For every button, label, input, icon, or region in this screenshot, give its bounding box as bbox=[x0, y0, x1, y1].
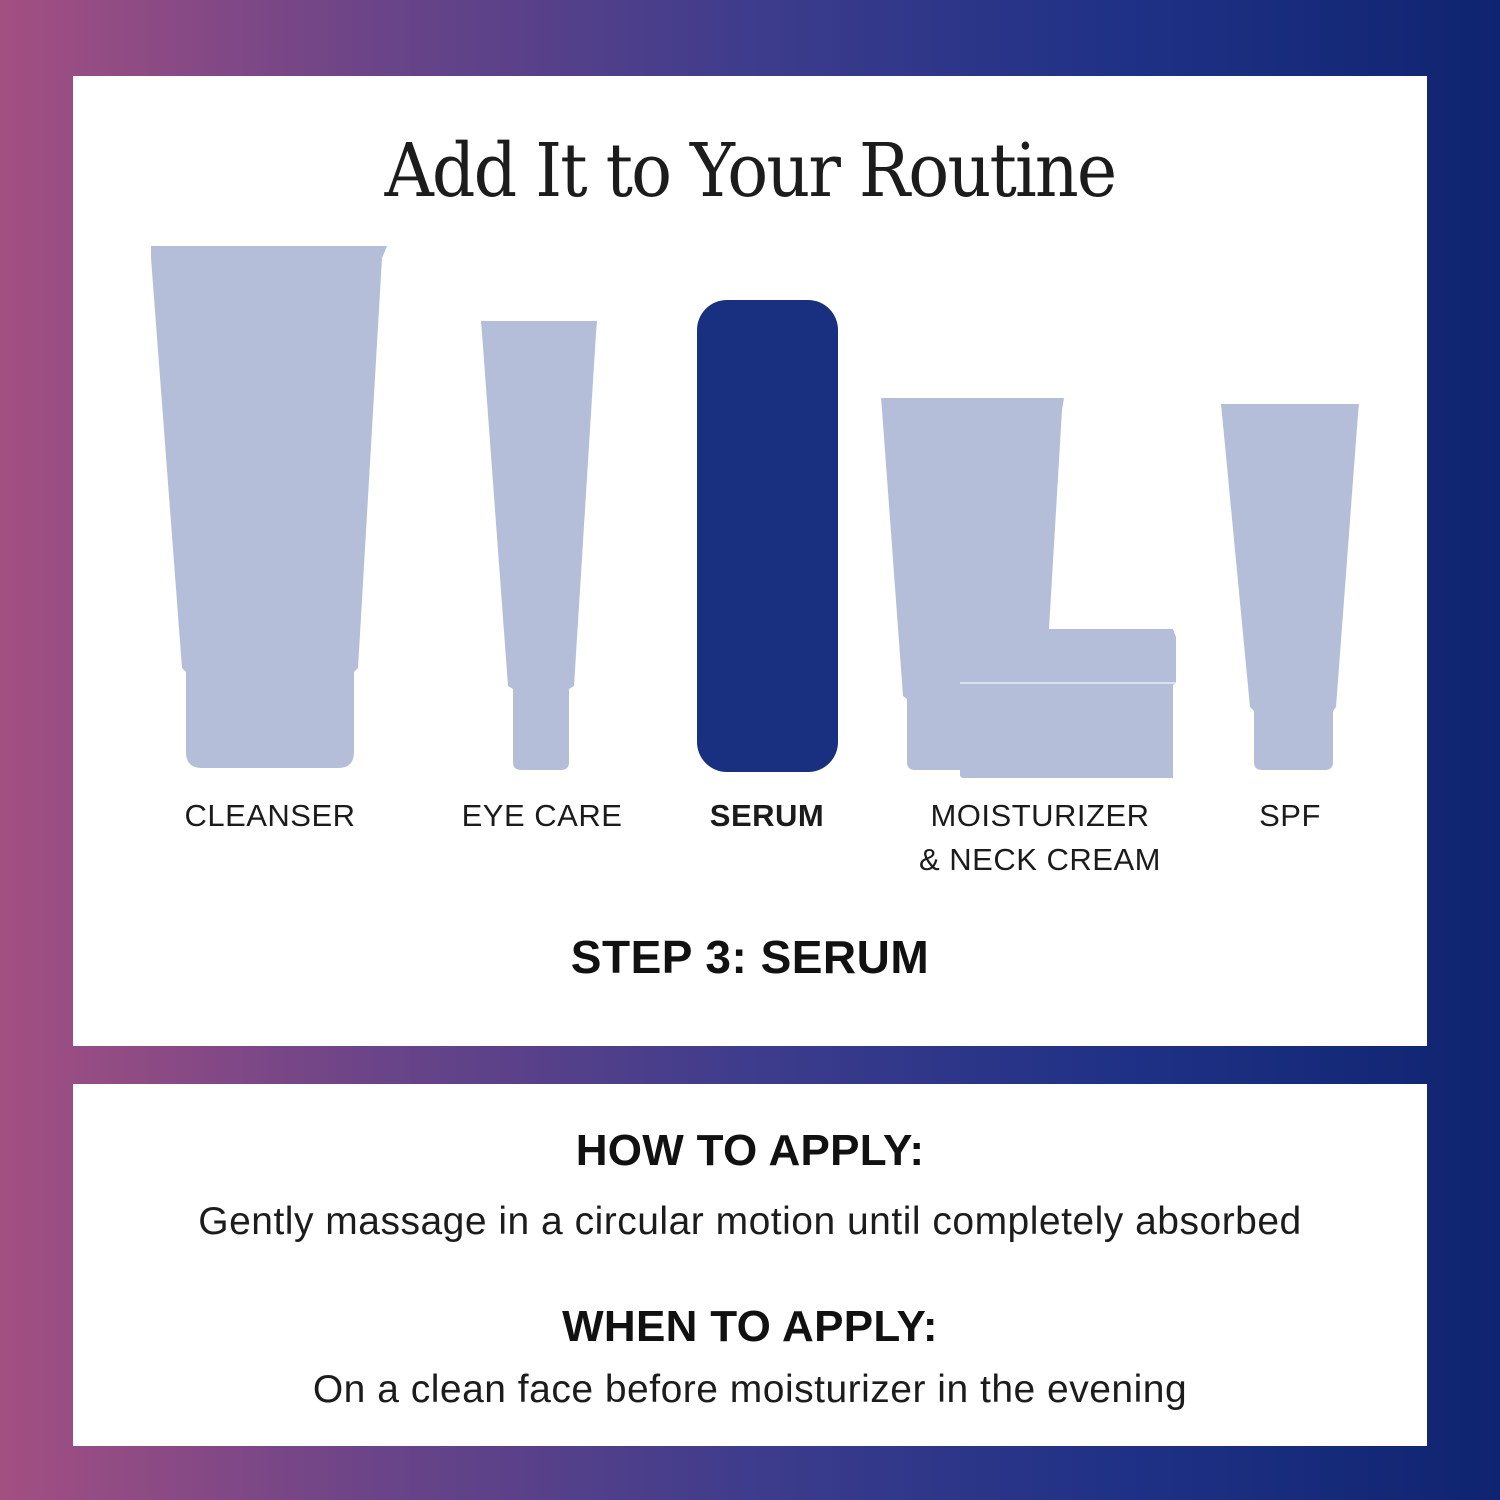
cleanser-tube-icon bbox=[151, 246, 387, 768]
product-label-moisturizer-line1: MOISTURIZER bbox=[930, 798, 1150, 833]
products-illustration bbox=[151, 246, 1359, 778]
page-title: Add It to Your Routine bbox=[384, 128, 1118, 214]
product-label-serum: SERUM bbox=[709, 798, 825, 833]
when-to-apply-text: On a clean face before moisturizer in th… bbox=[312, 1368, 1188, 1411]
serum-bottle-icon bbox=[697, 300, 838, 772]
how-to-apply-text: Gently massage in a circular motion unti… bbox=[198, 1200, 1302, 1243]
product-label-moisturizer-line2: & NECK CREAM bbox=[919, 842, 1161, 877]
product-label-moisturizer: MOISTURIZER & NECK CREAM bbox=[880, 794, 1200, 882]
product-label-eye-care: EYE CARE bbox=[461, 798, 623, 833]
spf-tube-icon bbox=[1221, 404, 1359, 770]
product-label-spf: SPF bbox=[1259, 798, 1321, 833]
how-to-apply-heading: HOW TO APPLY: bbox=[575, 1126, 925, 1175]
product-label-cleanser: CLEANSER bbox=[184, 798, 356, 833]
eye-care-tube-icon bbox=[481, 321, 597, 770]
step-heading: STEP 3: SERUM bbox=[570, 931, 930, 983]
when-to-apply-heading: WHEN TO APPLY: bbox=[562, 1302, 938, 1351]
neck-cream-jar-icon bbox=[960, 629, 1176, 778]
instructions-card bbox=[73, 1084, 1427, 1446]
